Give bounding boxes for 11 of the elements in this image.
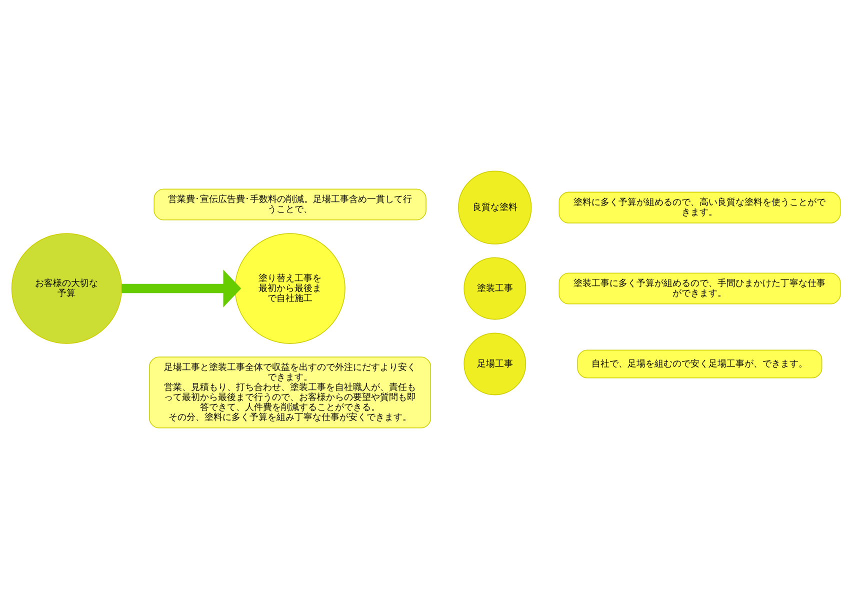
node-box: 塗料に多く予算が組めるので、高い良質な塗料を使うことができます。 [558, 192, 841, 224]
node-box: 自社で、足場を組むので安く足場工事が、できます。 [577, 350, 822, 378]
node-box: 塗装工事に多く予算が組めるので、手間ひまかけた丁寧な仕事ができます。 [558, 272, 841, 304]
node-circle: 足場工事 [464, 332, 526, 396]
node-circle: 塗り替え工事を最初から最後まで自社施工 [234, 233, 346, 344]
node-box: 営業費･宣伝広告費･手数料の削減。足場工事含め一貫して行うことで、 [154, 188, 426, 220]
node-box: 足場工事と塗装工事全体で収益を出すので外注にだすより安くできます。 営業、見積もり、打ち合わせ、塗装工事を自社職人が、責任もって最初から最後まで行うので、お客様からの要望や質問も即答できて、人件費を削減することができる。 その分、塗料に多く予算を組み丁寧な仕事が安くできます。 [149, 356, 432, 428]
node-circle: 塗装工事 [464, 257, 526, 320]
arrow [122, 270, 242, 308]
node-circle: 良質な塗料 [458, 170, 532, 244]
node-circle: お客様の大切な予算 [11, 233, 122, 344]
